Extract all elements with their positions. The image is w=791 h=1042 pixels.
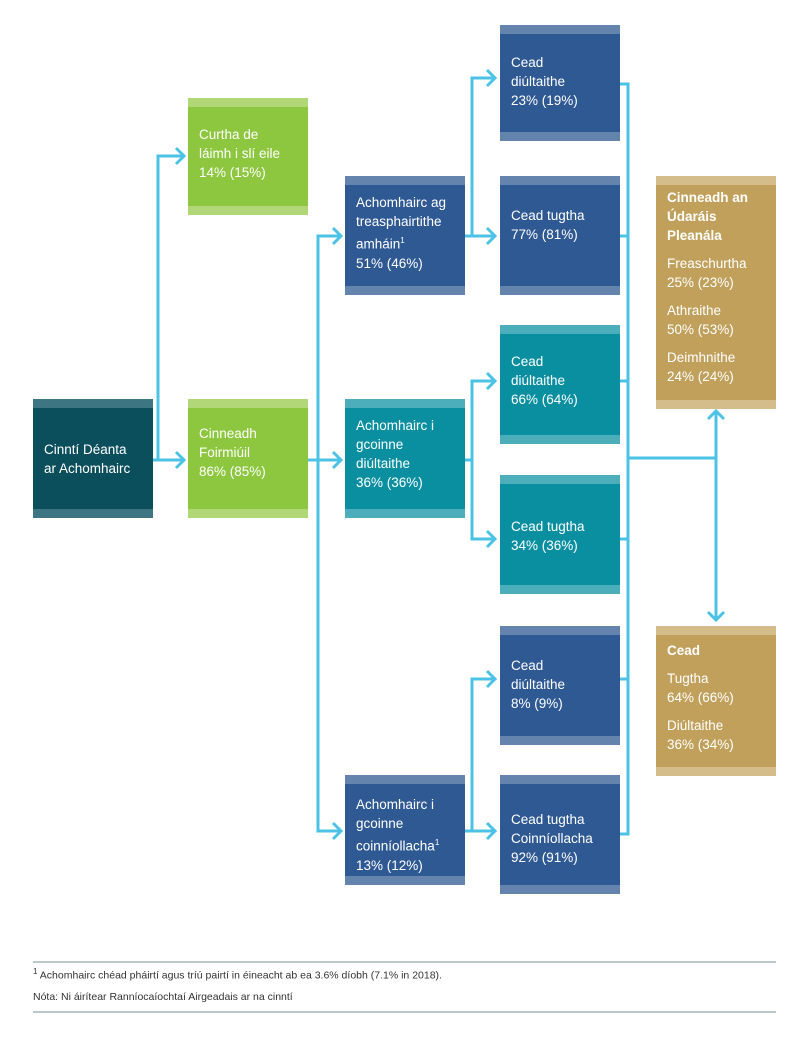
board-item-pct: 50% (53%) xyxy=(667,322,734,337)
board-decision-title: Cinneadh an Údaráis Pleanála xyxy=(667,190,749,243)
connector-collector xyxy=(620,82,630,836)
arrow-up-board xyxy=(706,408,726,421)
arrow-tp-granted xyxy=(485,226,498,246)
box-ar-refused: Cead diúltaithe 66% (64%) xyxy=(500,325,620,444)
ac-granted-text: Cead tugtha Coinníollacha 92% (91%) xyxy=(511,812,593,865)
root-line2: ar Achomhairc xyxy=(44,461,131,476)
permission-item-label: Diúltaithe xyxy=(667,718,724,733)
footnote-1: 1 Achomhairc chéad pháirtí agus tríú pai… xyxy=(33,967,442,982)
conditions-footnote-marker: 1 xyxy=(434,838,440,847)
board-item-pct: 25% (23%) xyxy=(667,275,734,290)
box-ac-refused: Cead diúltaithe 8% (9%) xyxy=(500,626,620,745)
box-formal-decision: Cinneadh Foirmiúil 86% (85%) xyxy=(188,399,308,518)
connector-formal-to-third-party xyxy=(307,234,340,462)
formal-text: Cinneadh Foirmiúil 86% (85%) xyxy=(199,426,266,479)
arrow-ar-refused xyxy=(485,371,498,391)
arrow-down-permission xyxy=(706,610,726,623)
arrow-refusal xyxy=(331,450,344,470)
box-root-decisions: Cinntí Déanta ar Achomhairc xyxy=(33,399,153,518)
connector-ac-split xyxy=(464,677,494,833)
third-party-footnote-marker: 1 xyxy=(400,236,405,245)
footnote-2-text: Nóta: Ni áirítear Ranníocaíochtaí Airgea… xyxy=(33,991,293,1003)
ac-refused-text: Cead diúltaithe 8% (9%) xyxy=(511,658,566,711)
footnote-2: Nóta: Ni áirítear Ranníocaíochtaí Airgea… xyxy=(33,991,293,1003)
ar-refused-text: Cead diúltaithe 66% (64%) xyxy=(511,354,578,407)
permission-title: Cead xyxy=(667,643,701,658)
board-item-label: Freaschurtha xyxy=(667,256,747,271)
arrow-ac-granted xyxy=(485,821,498,841)
arrow-handed-off xyxy=(174,146,187,166)
box-tp-granted: Cead tugtha 77% (81%) xyxy=(500,176,620,295)
board-item-label: Athraithe xyxy=(667,303,722,318)
third-party-text: Achomhairc ag treasphairtithe amháin1 xyxy=(356,195,447,252)
permission-item-label: Tugtha xyxy=(667,671,709,686)
connector-root-to-handed-off xyxy=(152,154,183,462)
conditions-text: Achomhairc i gcoinne coinníollacha1 xyxy=(356,797,440,854)
ar-granted-text: Cead tugtha 34% (36%) xyxy=(511,519,585,553)
box-ar-granted: Cead tugtha 34% (36%) xyxy=(500,475,620,594)
box-refusal-appeals: Achomhairc i gcoinne diúltaithe 36% (36%… xyxy=(345,399,465,518)
footnote-top-rule xyxy=(33,961,776,963)
tp-refused-text: Cead diúltaithe 23% (19%) xyxy=(511,55,578,108)
third-party-pct: 51% (46%) xyxy=(356,255,423,271)
arrow-ac-refused xyxy=(485,669,498,689)
footnote-bottom-rule xyxy=(33,1011,776,1013)
tp-granted-text: Cead tugtha 77% (81%) xyxy=(511,208,585,242)
conditions-pct: 13% (12%) xyxy=(356,857,423,873)
connector-ar-to-granted xyxy=(470,460,494,541)
arrow-third-party xyxy=(331,226,344,246)
box-handed-off: Curtha de láimh i slí eile 14% (15%) xyxy=(188,98,308,215)
root-line1: Cinntí Déanta xyxy=(44,442,127,457)
permission-item-pct: 64% (66%) xyxy=(667,690,734,705)
box-ac-granted: Cead tugtha Coinníollacha 92% (91%) xyxy=(500,775,620,894)
arrow-tp-refused xyxy=(485,68,498,88)
arrow-formal xyxy=(174,450,187,470)
box-board-decision: Cinneadh an Údaráis Pleanála Freaschurth… xyxy=(656,176,776,409)
arrow-conditions xyxy=(331,821,344,841)
box-conditions-appeals: Achomhairc i gcoinne coinníollacha1 13% … xyxy=(345,775,465,885)
connector-ar-split xyxy=(464,379,494,462)
box-tp-refused: Cead diúltaithe 23% (19%) xyxy=(500,25,620,141)
board-item-pct: 24% (24%) xyxy=(667,369,734,384)
connector-formal-to-conditions xyxy=(316,460,340,833)
permission-item-pct: 36% (34%) xyxy=(667,737,734,752)
connector-tp-split xyxy=(464,76,494,238)
footnote-1-text: Achomhairc chéad pháirtí agus tríú pairt… xyxy=(39,969,442,982)
handed-off-text: Curtha de láimh i slí eile 14% (15%) xyxy=(199,127,281,180)
box-third-party-appeals: Achomhairc ag treasphairtithe amháin1 51… xyxy=(345,176,465,295)
refusal-text: Achomhairc i gcoinne diúltaithe 36% (36%… xyxy=(356,418,435,490)
board-item-label: Deimhnithe xyxy=(667,350,736,365)
arrow-ar-granted xyxy=(485,529,498,549)
footnote-1-marker: 1 xyxy=(33,967,38,976)
box-permission: Cead Tugtha 64% (66%) Diúltaithe 36% (34… xyxy=(656,626,776,776)
